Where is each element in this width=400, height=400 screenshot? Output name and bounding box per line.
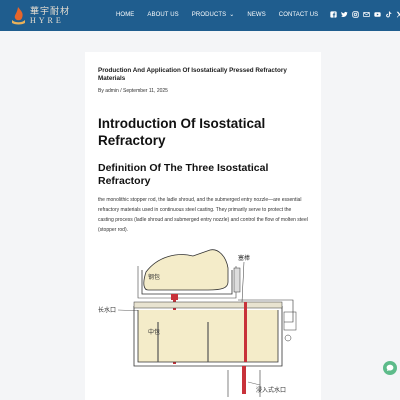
nav-products-label: PRODUCTS [191, 11, 227, 18]
article-meta: By admin / September 11, 2025 [98, 88, 168, 94]
main-nav: HOME ABOUT US PRODUCTS⌄ NEWS CONTACT US [116, 11, 331, 19]
section-heading-definition: Definition Of The Three Isostatical Refr… [98, 162, 269, 187]
nav-products[interactable]: PRODUCTS⌄ [191, 11, 235, 19]
submerged-entry-nozzle [242, 366, 246, 394]
ladle-shape [143, 249, 229, 291]
facebook-icon[interactable] [330, 11, 337, 18]
nav-news[interactable]: NEWS [247, 11, 265, 18]
email-icon[interactable] [363, 11, 370, 18]
nav-contact-label: CONTACT US [278, 11, 319, 18]
nav-home-label: HOME [116, 11, 135, 18]
site-header: 華宇耐材 HYRE HOME ABOUT US PRODUCTS⌄ NEWS C… [0, 0, 400, 31]
diagram-label-sen: 浸入式水口 [256, 386, 286, 394]
nav-contact-us[interactable]: CONTACT US [279, 11, 318, 18]
flame-logo-icon [12, 7, 25, 25]
chat-bubble-icon [386, 364, 394, 372]
site-logo[interactable]: 華宇耐材 HYRE [10, 4, 70, 27]
twitter-icon[interactable] [341, 11, 348, 18]
article-card: Production And Application Of Isostatica… [85, 52, 321, 400]
chevron-down-icon: ⌄ [229, 12, 235, 18]
stopper-rod [244, 302, 247, 362]
diagram-label-shroud: 长水口 [98, 306, 116, 314]
logo-text-english: HYRE [30, 16, 64, 25]
instagram-icon[interactable] [352, 11, 359, 18]
diagram-label-ladle: 钢包 [148, 273, 160, 281]
x-icon[interactable] [396, 11, 400, 18]
youtube-icon[interactable] [374, 11, 381, 18]
continuous-casting-diagram: 钢包 塞棒 长水口 中包 浸入式水口 [98, 249, 297, 397]
chat-button[interactable] [383, 361, 397, 375]
diagram-label-tundish: 中包 [148, 328, 160, 336]
nav-about-label: ABOUT US [147, 11, 179, 18]
nav-news-label: NEWS [247, 11, 266, 18]
section-heading-introduction: Introduction Of Isostatical Refractory [98, 116, 266, 148]
social-links [330, 11, 400, 18]
diagram-label-stopper: 塞棒 [238, 254, 250, 262]
article-paragraph: the monolithic stopper rod, the ladle sh… [98, 197, 308, 233]
article-title[interactable]: Production And Application Of Isostatica… [98, 67, 287, 82]
logo-text-chinese: 華宇耐材 [30, 7, 71, 17]
tiktok-icon[interactable] [385, 11, 392, 18]
nav-about-us[interactable]: ABOUT US [147, 11, 178, 18]
nav-home[interactable]: HOME [116, 11, 134, 18]
